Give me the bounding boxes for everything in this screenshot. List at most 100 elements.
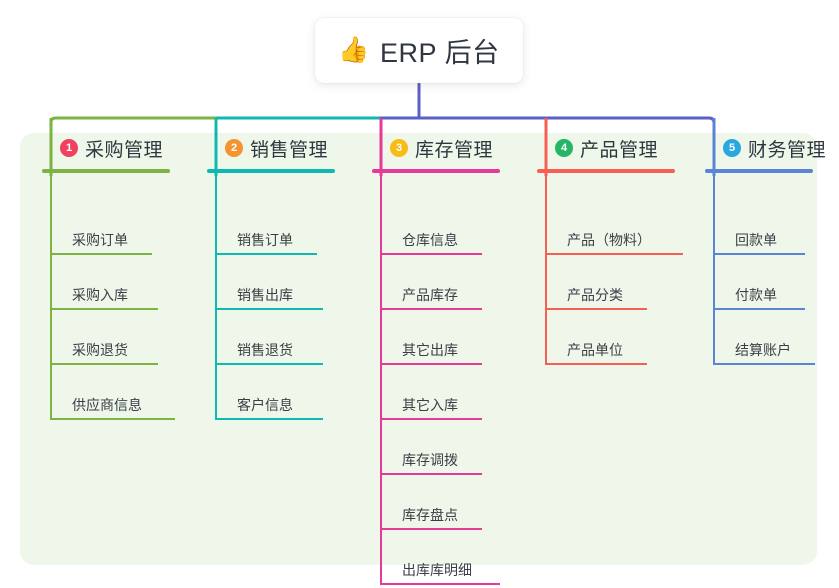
branch-item-underline — [50, 418, 175, 420]
branch-item[interactable]: 采购订单 — [50, 215, 152, 255]
branch-header-1[interactable]: 1 采购管理 — [42, 133, 192, 163]
branch-item-label: 结算账户 — [735, 342, 791, 358]
branch-item-label: 其它入库 — [402, 397, 458, 413]
branch-item-label: 采购订单 — [72, 232, 128, 248]
bus-segment-3 — [379, 116, 716, 128]
branch-item-underline — [380, 418, 482, 420]
branch-item-label: 产品（物料） — [567, 232, 651, 248]
branch-item[interactable]: 产品库存 — [380, 270, 482, 310]
branch-spine — [545, 173, 547, 365]
branch-item-label: 销售订单 — [237, 232, 293, 248]
branch-item-underline — [545, 363, 647, 365]
branch-column-4: 4 产品管理产品（物料） 产品分类产品单位 — [537, 133, 697, 365]
branch-item[interactable]: 库存盘点 — [380, 490, 482, 530]
branch-item-label: 付款单 — [735, 287, 777, 303]
bus-segment-1 — [49, 116, 218, 128]
mindmap-panel — [20, 133, 817, 565]
branch-item[interactable]: 结算账户 — [713, 325, 815, 365]
branch-number-badge: 1 — [60, 139, 78, 157]
branch-title: 采购管理 — [85, 139, 164, 161]
branch-columns: 1 采购管理采购订单采购入库采购退货供应商信息 2 销售管理销售订单销售出库销售退货客… — [20, 133, 826, 585]
branch-item[interactable]: 回款单 — [713, 215, 805, 255]
branch-item[interactable]: 销售退货 — [215, 325, 323, 365]
branch-item-label: 销售出库 — [237, 287, 293, 303]
branch-item-label: 库存盘点 — [402, 507, 458, 523]
branch-item-underline — [50, 308, 158, 310]
branch-spine — [215, 173, 217, 420]
branch-item[interactable]: 采购退货 — [50, 325, 158, 365]
branch-item-underline — [713, 253, 805, 255]
branch-underline — [537, 169, 675, 173]
branch-spine — [380, 173, 382, 585]
branch-item-underline — [380, 583, 500, 585]
branch-item[interactable]: 产品单位 — [545, 325, 647, 365]
branch-title: 财务管理 — [748, 139, 827, 161]
root-node[interactable]: 👍 ERP 后台 — [315, 18, 523, 83]
branch-item[interactable]: 出库库明细 — [380, 545, 500, 585]
branch-item-underline — [50, 253, 152, 255]
branch-underline — [207, 169, 335, 173]
branch-item[interactable]: 产品分类 — [545, 270, 647, 310]
branch-header-2[interactable]: 2 销售管理 — [207, 133, 357, 163]
branch-item[interactable]: 其它入库 — [380, 380, 482, 420]
thumbs-up-icon: 👍 — [338, 36, 371, 64]
branch-item-underline — [215, 308, 323, 310]
branch-spine — [50, 173, 52, 420]
branch-item-underline — [380, 253, 482, 255]
root-title: ERP 后台 — [380, 38, 500, 68]
branch-items: 产品（物料） 产品分类产品单位 — [537, 173, 697, 365]
branch-item[interactable]: 库存调拨 — [380, 435, 482, 475]
branch-title: 产品管理 — [580, 139, 659, 161]
branch-item-label: 其它出库 — [402, 342, 458, 358]
branch-column-1: 1 采购管理采购订单采购入库采购退货供应商信息 — [42, 133, 192, 420]
branch-item-label: 销售退货 — [237, 342, 293, 358]
branch-item-label: 供应商信息 — [72, 397, 142, 413]
branch-item-label: 产品库存 — [402, 287, 458, 303]
branch-item[interactable]: 销售订单 — [215, 215, 317, 255]
branch-item-label: 产品分类 — [567, 287, 623, 303]
branch-item-underline — [713, 363, 815, 365]
branch-underline — [372, 169, 500, 173]
branch-item[interactable]: 供应商信息 — [50, 380, 175, 420]
branch-item[interactable]: 产品（物料） — [545, 215, 683, 255]
branch-item-label: 产品单位 — [567, 342, 623, 358]
branch-underline — [42, 169, 170, 173]
branch-item-underline — [215, 253, 317, 255]
branch-items: 采购订单采购入库采购退货供应商信息 — [42, 173, 192, 420]
branch-number-badge: 2 — [225, 139, 243, 157]
branch-item-underline — [545, 253, 683, 255]
branch-item-underline — [380, 308, 482, 310]
branch-item-label: 库存调拨 — [402, 452, 458, 468]
branch-header-4[interactable]: 4 产品管理 — [537, 133, 697, 163]
branch-item[interactable]: 其它出库 — [380, 325, 482, 365]
branch-column-2: 2 销售管理销售订单销售出库销售退货客户信息 — [207, 133, 357, 420]
branch-number-badge: 3 — [390, 139, 408, 157]
branch-item-underline — [215, 418, 323, 420]
branch-item[interactable]: 销售出库 — [215, 270, 323, 310]
branch-item[interactable]: 采购入库 — [50, 270, 158, 310]
branch-item-underline — [215, 363, 323, 365]
branch-item-underline — [713, 308, 805, 310]
branch-items: 销售订单销售出库销售退货客户信息 — [207, 173, 357, 420]
branch-item-label: 出库库明细 — [402, 562, 472, 578]
root-node-content: 👍 ERP 后台 — [338, 31, 499, 70]
branch-item-label: 客户信息 — [237, 397, 293, 413]
branch-item[interactable]: 付款单 — [713, 270, 805, 310]
branch-item-label: 采购入库 — [72, 287, 128, 303]
branch-title: 销售管理 — [250, 139, 329, 161]
branch-item[interactable]: 仓库信息 — [380, 215, 482, 255]
branch-item-underline — [50, 363, 158, 365]
branch-item[interactable]: 客户信息 — [215, 380, 323, 420]
branch-item-underline — [380, 473, 482, 475]
branch-item-underline — [380, 528, 482, 530]
branch-item-label: 采购退货 — [72, 342, 128, 358]
branch-items: 回款单付款单结算账户 — [705, 173, 835, 365]
branch-number-badge: 4 — [555, 139, 573, 157]
branch-item-label: 回款单 — [735, 232, 777, 248]
branch-item-label: 仓库信息 — [402, 232, 458, 248]
